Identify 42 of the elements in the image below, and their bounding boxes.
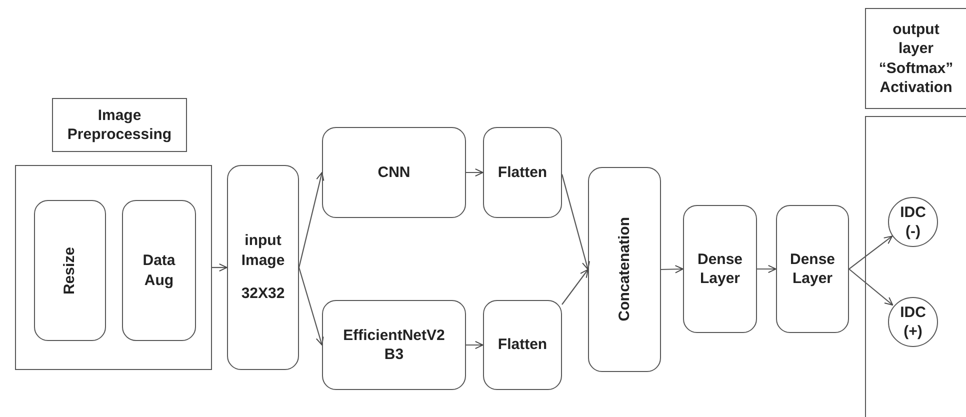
- layer-box: [483, 300, 562, 390]
- layer-box: [588, 167, 661, 372]
- section-heading: [865, 8, 966, 109]
- node-label: IDC (+): [899, 302, 927, 342]
- node-label: Image Preprocessing: [66, 106, 173, 144]
- arrow: [212, 263, 228, 272]
- layer-box: [483, 127, 562, 218]
- arrow: [466, 340, 484, 350]
- arrow: [561, 174, 590, 270]
- model-box: [322, 300, 466, 390]
- node-label: Concatenation: [614, 217, 634, 322]
- layer-box: [683, 205, 757, 333]
- arrow: [757, 264, 776, 274]
- arrow: [848, 268, 894, 306]
- node-label: Data Aug: [142, 251, 176, 290]
- process-box: [34, 200, 106, 341]
- node-label: Dense Layer: [696, 250, 744, 288]
- class-circle: [888, 197, 938, 247]
- arrow: [298, 172, 324, 268]
- layer-box: [776, 205, 849, 333]
- node-label: Resize: [60, 246, 80, 294]
- node-label: Dense Layer: [788, 250, 836, 288]
- node-label: EfficientNetV2 B3: [342, 326, 446, 364]
- node-label: input Image: [240, 231, 286, 270]
- arrow: [562, 269, 588, 305]
- node-label: output layer “Softmax” Activation: [878, 20, 954, 98]
- arrow: [298, 267, 324, 346]
- node-label: 32X32: [241, 284, 285, 304]
- node-label: Flatten: [498, 335, 548, 355]
- input-box: [227, 165, 299, 370]
- class-circle: [888, 297, 938, 347]
- arrow: [660, 265, 684, 274]
- preprocessing-panel: [15, 165, 212, 370]
- node-label: IDC (-): [899, 202, 927, 242]
- output-panel: [865, 116, 966, 417]
- model-box: [322, 127, 466, 218]
- section-heading: [52, 98, 187, 152]
- process-box: [122, 200, 196, 341]
- arrow: [466, 168, 484, 177]
- node-label: Flatten: [498, 162, 548, 182]
- node-label: CNN: [378, 162, 410, 182]
- arrow: [848, 236, 893, 270]
